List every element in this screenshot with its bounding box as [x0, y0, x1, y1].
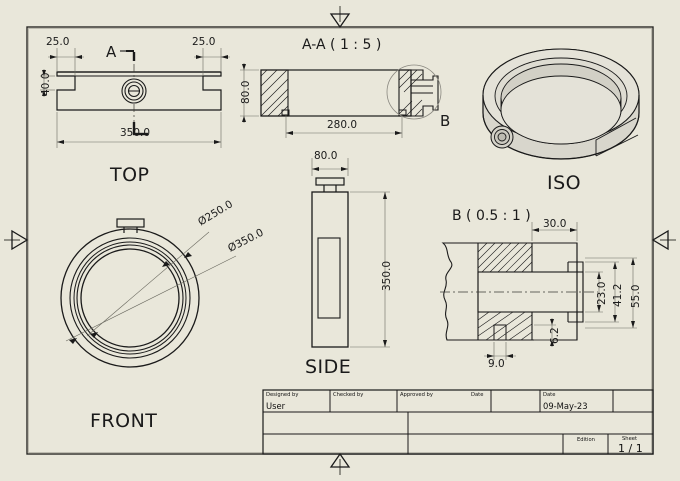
dim-detail-9: [484, 342, 516, 360]
dim-section-80: [240, 63, 259, 123]
dim-label-top-left-25: 25.0: [46, 36, 70, 48]
section-letter-a: A: [106, 43, 117, 61]
dim-side-350: [350, 191, 390, 348]
view-title-section-aa: A-A ( 1 : 5 ): [302, 37, 382, 53]
tb-designed-by-label: Designed by: [266, 392, 299, 398]
view-label-front: FRONT: [90, 410, 158, 432]
hatch-detail-upper: [477, 242, 533, 273]
title-block: [262, 389, 654, 455]
hatch-left: [260, 69, 289, 117]
dim-label-top-350: 350.0: [120, 127, 151, 139]
front-boss: [116, 218, 145, 233]
view-section-aa: [240, 63, 442, 138]
tb-edition-label: Edition: [577, 437, 595, 443]
dim-detail-23: [585, 271, 603, 313]
tb-sheet-value: 1 / 1: [618, 442, 643, 455]
dim-top-right-25: [194, 48, 230, 76]
tb-date-value[interactable]: 09-May-23: [543, 401, 588, 411]
view-label-top: TOP: [110, 164, 150, 186]
view-label-iso: ISO: [547, 172, 582, 194]
dim-label-detail-23: 23.0: [596, 281, 608, 305]
view-side: [311, 158, 390, 348]
dim-label-section-80: 80.0: [240, 80, 252, 104]
dim-top-left-25: [48, 48, 84, 76]
section-line-a: [120, 50, 148, 136]
tb-designed-by-value[interactable]: User: [266, 401, 286, 411]
dim-label-side-80: 80.0: [314, 150, 338, 162]
dim-top-40: [40, 69, 55, 97]
tb-date-label-1: Date: [471, 392, 484, 398]
dim-detail-62: [534, 318, 556, 347]
tb-date-label-2: Date: [543, 392, 556, 398]
centering-mark-right: [651, 229, 676, 251]
dim-label-top-40: 40.0: [40, 72, 52, 96]
centering-mark-bottom: [329, 452, 351, 475]
tb-sheet-label: Sheet: [622, 436, 637, 442]
centering-mark-top: [329, 6, 351, 29]
side-boss: [315, 177, 345, 192]
detail-circle-b: [386, 64, 442, 120]
view-front: [60, 218, 237, 368]
tb-checked-by-label: Checked by: [333, 392, 364, 398]
dim-front-dia-250: [86, 231, 210, 338]
dim-front-dia-350: [65, 252, 237, 344]
tb-approved-by-label: Approved by: [400, 392, 433, 398]
dim-detail-55: [585, 257, 637, 329]
dim-label-detail-30: 30.0: [543, 218, 567, 230]
dim-label-detail-55: 55.0: [630, 284, 642, 308]
dim-side-80: [311, 158, 349, 176]
view-title-detail-b: B ( 0.5 : 1 ): [452, 208, 531, 224]
view-top: [40, 48, 230, 148]
view-iso: [482, 48, 640, 160]
dim-section-280: [285, 114, 403, 138]
view-label-side: SIDE: [305, 356, 352, 378]
dim-detail-30: [531, 222, 578, 241]
iso-boss: [490, 125, 514, 149]
dim-top-350: [56, 112, 222, 148]
dim-label-detail-41: 41.2: [612, 283, 624, 307]
dim-label-detail-9: 9.0: [488, 358, 505, 370]
dim-detail-41: [585, 261, 619, 323]
dim-label-side-350: 350.0: [381, 260, 393, 291]
dim-label-section-280: 280.0: [327, 119, 358, 131]
section-right-feature: [398, 69, 439, 117]
centering-mark-left: [4, 229, 29, 251]
detail-letter-b: B: [440, 112, 451, 130]
view-detail-b: [440, 222, 637, 360]
dim-label-top-right-25: 25.0: [192, 36, 216, 48]
dim-label-detail-62: 6.2: [549, 327, 561, 344]
